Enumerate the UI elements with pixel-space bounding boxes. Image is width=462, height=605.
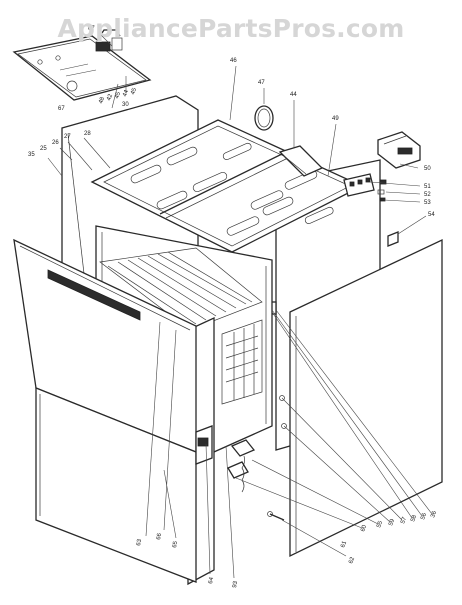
label-51: 51 — [424, 184, 431, 190]
label-47: 47 — [258, 80, 265, 86]
small-clips — [377, 179, 387, 202]
label-60: 60 — [360, 524, 368, 533]
label-44: 44 — [290, 92, 297, 98]
label-61: 61 — [340, 540, 348, 549]
label-93: 93 — [232, 580, 239, 588]
hinge-spring — [227, 439, 256, 493]
front-door-lower — [35, 387, 197, 583]
label-55: 55 — [376, 520, 384, 529]
watermark: AppliancePartsPros.com — [57, 14, 405, 43]
label-45: 45 — [114, 91, 122, 100]
door-latch — [195, 425, 213, 465]
switch-assembly — [377, 131, 421, 169]
label-53: 53 — [424, 200, 431, 206]
label-45b: 45 — [130, 87, 138, 96]
label-36: 36 — [430, 510, 438, 519]
label-44b: 44 — [122, 89, 130, 98]
label-57: 57 — [400, 516, 408, 525]
gasket-ring — [254, 105, 274, 131]
label-59: 59 — [388, 518, 396, 527]
label-52: 52 — [424, 192, 431, 198]
dish-rack — [99, 247, 263, 405]
label-25: 25 — [40, 146, 47, 152]
label-54: 54 — [428, 212, 435, 218]
terminal-block — [343, 173, 375, 197]
bottom-fastener — [279, 395, 287, 429]
leader-lines — [47, 33, 433, 579]
part-labels: 67 48 42 45 44 45 67 30 35 25 26 27 28 4… — [28, 26, 438, 588]
label-67: 67 — [88, 26, 95, 32]
front-door-upper — [13, 238, 197, 453]
label-28: 28 — [84, 131, 91, 137]
label-56: 56 — [420, 512, 428, 521]
label-27: 27 — [64, 134, 71, 140]
label-43: 42 — [106, 93, 114, 102]
label-48: 48 — [98, 96, 106, 105]
label-26: 26 — [52, 140, 59, 146]
control-bracket-assembly — [12, 29, 152, 101]
label-62: 62 — [348, 556, 356, 565]
label-50: 50 — [424, 166, 431, 172]
label-30: 30 — [122, 102, 129, 108]
label-64: 64 — [208, 576, 215, 584]
label-58: 58 — [410, 514, 418, 523]
label-63: 63 — [136, 538, 143, 546]
label-49: 49 — [332, 116, 339, 122]
side-plug — [387, 231, 399, 247]
label-67b: 67 — [58, 106, 65, 112]
label-65: 65 — [172, 540, 179, 548]
label-46: 46 — [230, 58, 237, 64]
hinge-bracket-44 — [278, 145, 324, 177]
label-35: 35 — [28, 152, 35, 158]
label-66: 66 — [156, 532, 163, 540]
screw-62 — [267, 511, 285, 521]
